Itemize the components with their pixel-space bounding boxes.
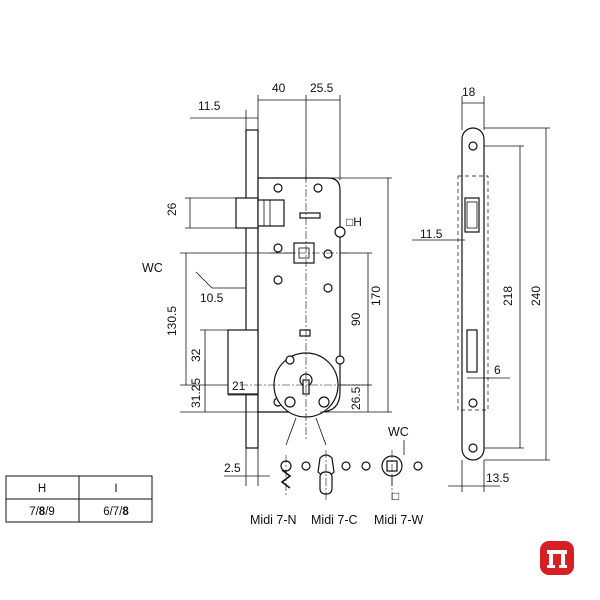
dim-90: 90 bbox=[349, 312, 363, 326]
label-wc-left: WC bbox=[142, 261, 163, 275]
dim-170: 170 bbox=[369, 286, 383, 306]
latch-bolt-inner bbox=[257, 199, 285, 227]
dimension-lines bbox=[180, 95, 392, 486]
faceplate bbox=[245, 129, 259, 449]
dim-130-5: 130.5 bbox=[165, 306, 179, 336]
table-header-h: H bbox=[38, 483, 46, 495]
dim-21: 21 bbox=[232, 379, 246, 393]
label-small-square: □ bbox=[392, 489, 399, 503]
dim-11-5-side: 11.5 bbox=[420, 227, 443, 241]
label-midi-7-c: Midi 7-C bbox=[311, 513, 358, 527]
deadbolt bbox=[227, 329, 259, 395]
profile-midi-7-n bbox=[280, 455, 292, 495]
profile-midi-7-w bbox=[361, 440, 423, 500]
label-midi-7-w: Midi 7-W bbox=[374, 513, 424, 527]
dim-18: 18 bbox=[462, 85, 476, 99]
profile-midi-7-c bbox=[301, 450, 351, 500]
dim-11-5-top: 11.5 bbox=[198, 99, 221, 113]
dim-240: 240 bbox=[529, 286, 543, 306]
dim-218: 218 bbox=[501, 286, 515, 306]
dim-square-h: □H bbox=[346, 215, 362, 229]
dim-2-5: 2.5 bbox=[224, 461, 241, 475]
dim-6: 6 bbox=[494, 363, 501, 377]
dim-40: 40 bbox=[272, 81, 286, 95]
dim-13-5: 13.5 bbox=[486, 471, 510, 485]
label-wc-bottom: WC bbox=[388, 425, 409, 439]
dimension-labels: 11.5 40 25.5 18 26 □H WC 10.5 130.5 90 1… bbox=[142, 81, 543, 503]
dim-26: 26 bbox=[165, 202, 179, 216]
side-dimension-lines bbox=[412, 96, 550, 492]
spec-table: H I 7/8/9 6/7/8 bbox=[5, 475, 153, 523]
label-midi-7-n: Midi 7-N bbox=[250, 513, 297, 527]
dim-25-5: 25.5 bbox=[310, 81, 334, 95]
side-faceplate bbox=[461, 127, 485, 461]
lock-side-view bbox=[457, 127, 489, 461]
table-cell-i: 6/7/8 bbox=[103, 506, 129, 518]
cylinder-type-labels: Midi 7-N Midi 7-C Midi 7-W bbox=[250, 513, 424, 527]
dim-10-5: 10.5 bbox=[200, 291, 224, 305]
brand-logo bbox=[540, 541, 574, 575]
dim-26-5: 26.5 bbox=[349, 386, 363, 410]
dim-32: 32 bbox=[189, 348, 203, 362]
dim-31-25: 31.25 bbox=[189, 378, 203, 408]
lock-front-view bbox=[227, 129, 370, 449]
latch-bolt bbox=[235, 197, 259, 229]
table-header-i: I bbox=[114, 483, 117, 495]
table-cell-h: 7/8/9 bbox=[29, 506, 55, 518]
cylinder-profiles bbox=[280, 440, 423, 500]
